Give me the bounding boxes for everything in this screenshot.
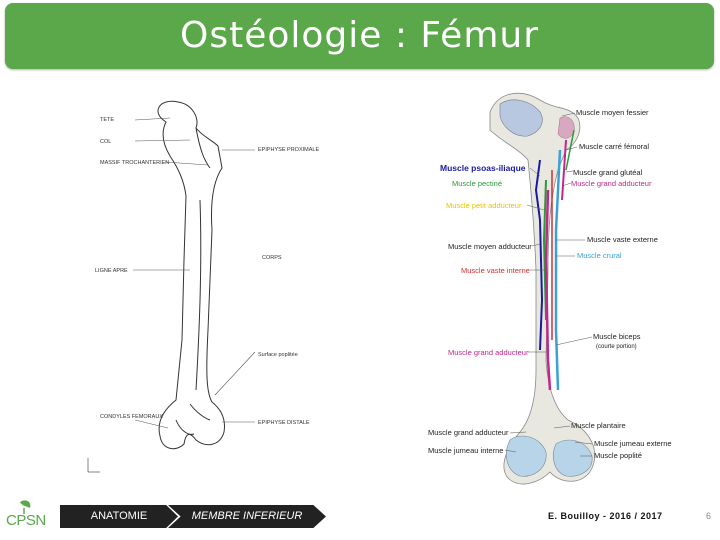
label-pectine: Muscle pectiné [452,179,502,188]
label-massif-trochanterien: MASSIF TROCHANTERIEN [100,160,169,166]
label-grand-adducteur-l: Muscle grand adducteur [448,348,529,357]
logo-text: CPSN [6,512,46,529]
label-ligne-apre: LIGNE APRE [95,268,128,274]
label-vaste-externe: Muscle vaste externe [587,235,658,244]
label-jumeau-interne: Muscle jumeau interne [428,446,503,455]
label-moyen-fessier: Muscle moyen fessier [576,108,649,117]
label-surface-poplitee: Surface poplitée [258,352,298,358]
label-poplite: Muscle poplité [594,451,642,460]
label-crural: Muscle crural [577,251,622,260]
label-jumeau-externe: Muscle jumeau externe [594,439,672,448]
breadcrumb-membre-inferieur[interactable]: MEMBRE INFERIEUR [168,505,326,528]
label-petit-adducteur: Muscle petit adducteur [446,201,522,210]
label-moyen-adducteur: Muscle moyen adducteur [448,242,532,251]
label-epiphyse-proximale: EPIPHYSE PROXIMALE [258,147,319,153]
page-number: 6 [706,511,711,521]
label-psoas-iliaque: Muscle psoas-iliaque [440,163,526,173]
label-biceps: Muscle biceps [593,332,641,341]
cpsn-logo: CPSN [4,498,60,530]
label-plantaire: Muscle plantaire [571,421,626,430]
label-epiphyse-distale: EPIPHYSE DISTALE [258,420,310,426]
label-grand-adducteur-r: Muscle grand adducteur [571,179,652,188]
label-carre-femoral: Muscle carré fémoral [579,142,649,151]
breadcrumb-anatomie[interactable]: ANATOMIE [60,505,178,528]
label-grand-adducteur-bottom: Muscle grand adducteur [428,428,509,437]
author-credit: E. Bouilloy - 2016 / 2017 [548,511,663,521]
label-corps: CORPS [262,255,282,261]
femur-line-drawing [158,101,225,448]
label-grand-gluteal: Muscle grand glutéal [573,168,643,177]
label-biceps-courte: (courte portion) [596,344,637,350]
scale-bar [88,458,100,472]
label-tete: TETE [100,117,114,123]
label-condyles-1: CONDYLES FEMORAUX [100,414,163,420]
label-vaste-interne: Muscle vaste interne [461,266,530,275]
label-col: COL [100,139,111,145]
